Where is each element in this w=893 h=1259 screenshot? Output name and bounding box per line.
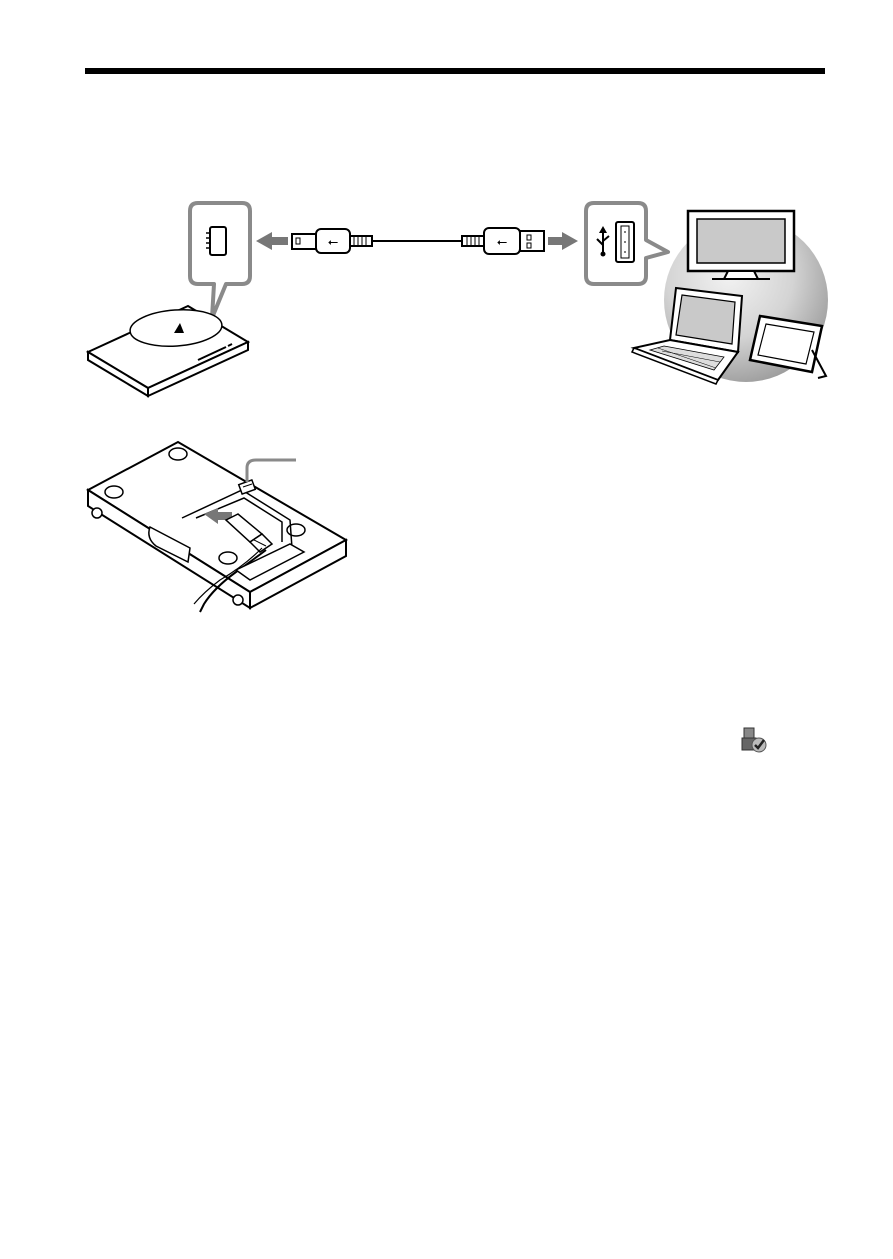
svg-text:⭠: ⭠ [328, 235, 338, 250]
port-callout [247, 460, 296, 482]
header-rule [85, 68, 825, 74]
underside-diagram [80, 435, 360, 620]
device-port-callout [190, 203, 250, 318]
usb-a-plug: ⭠ [462, 228, 544, 254]
computer-port-callout [586, 203, 668, 284]
arrow-left-icon [256, 232, 288, 250]
connection-diagram: ⭠ ⭠ [80, 190, 840, 400]
tv-icon [688, 211, 794, 279]
usb-port-icon [616, 222, 634, 262]
safely-remove-hardware-icon [740, 726, 770, 754]
laptop-icon [632, 288, 742, 384]
arrow-right-icon [548, 232, 578, 250]
svg-text:⭠: ⭠ [497, 235, 507, 250]
device-top-view [88, 306, 248, 396]
mini-usb-plug: ⭠ [292, 229, 372, 253]
device-underside [88, 442, 346, 612]
mini-usb-port-icon [206, 227, 226, 255]
